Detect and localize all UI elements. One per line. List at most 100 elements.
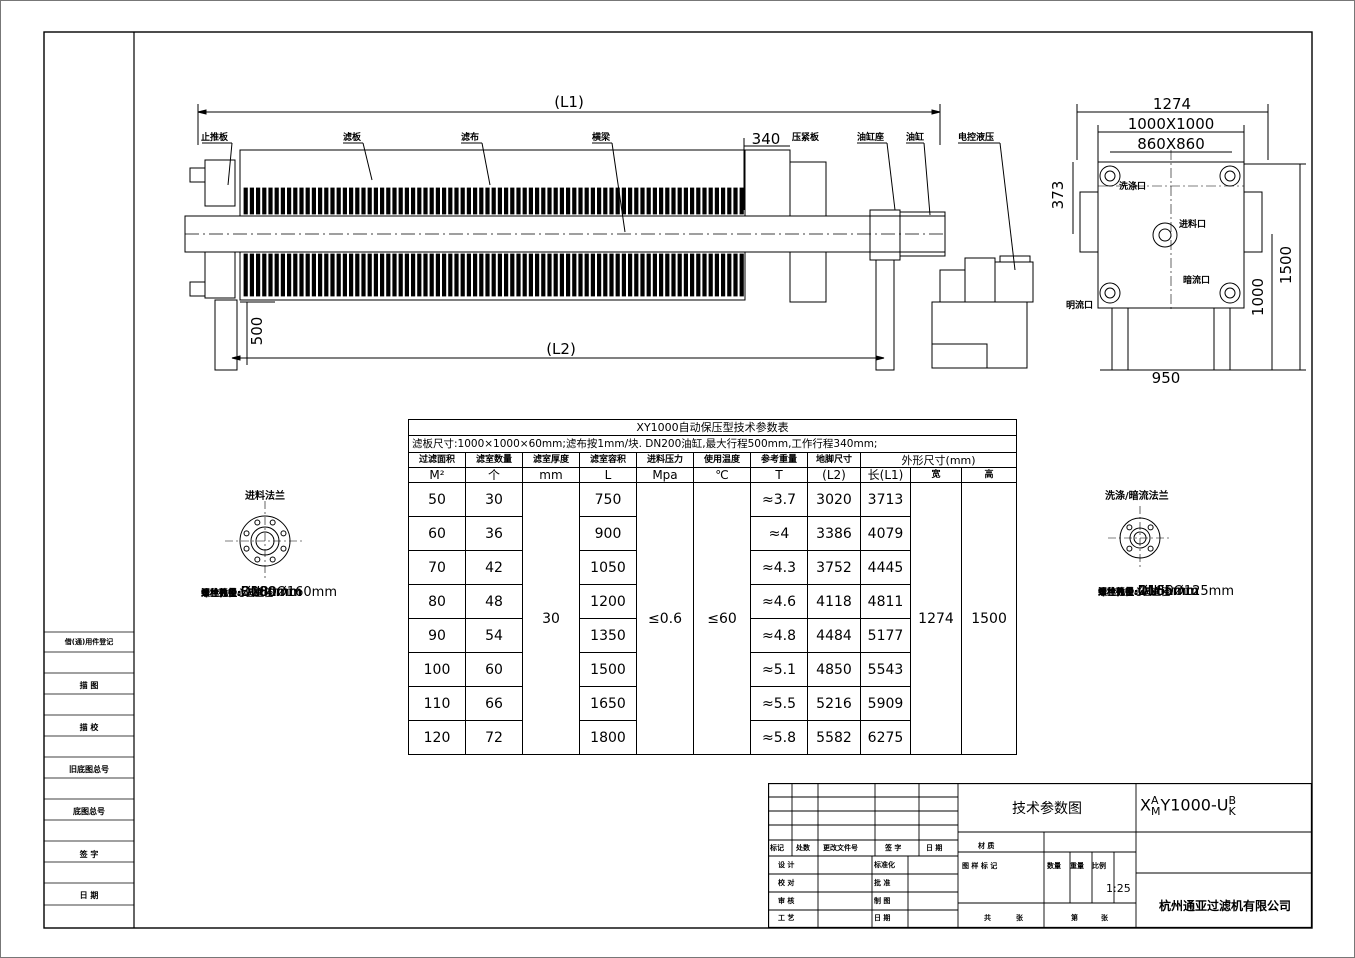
tb-sheet-unit: 张 xyxy=(1101,914,1108,922)
label-open-flow: 明流口 xyxy=(1066,299,1093,311)
table-cell: 110 xyxy=(408,686,466,721)
dim-1000: 1000 xyxy=(1249,278,1267,316)
dim-500: 500 xyxy=(248,317,266,346)
label-filter-cloth: 滤布 xyxy=(461,131,479,143)
tb-sheets: 张 xyxy=(1016,914,1023,922)
table-cell: ≈4.3 xyxy=(750,550,808,585)
table-cell: 1350 xyxy=(579,618,637,653)
table-cell: 4079 xyxy=(860,516,911,551)
table-cell: ≈3.7 xyxy=(750,482,808,517)
table-cell: 6275 xyxy=(860,720,911,755)
unit: 长(L1) xyxy=(860,467,911,483)
table-cell: 90 xyxy=(408,618,466,653)
col-pressure: 进料压力 xyxy=(636,452,694,468)
spec-subtitle: 滤板尺寸:1000×1000×60mm;滤布按1mm/块. DN200油缸,最大… xyxy=(407,435,1018,453)
dim-340: 340 xyxy=(752,130,781,148)
table-cell: 100 xyxy=(408,652,466,687)
label-wash-port: 洗涤口 xyxy=(1119,180,1146,192)
tb-scale: 1:25 xyxy=(1106,882,1131,895)
tb-sheet-no: 第 xyxy=(1071,914,1078,922)
table-cell: 5582 xyxy=(807,720,861,755)
table-cell: 1800 xyxy=(579,720,637,755)
tb-total: 共 xyxy=(984,914,991,922)
dim-1500: 1500 xyxy=(1277,246,1295,284)
tb-mark: 标记 xyxy=(770,844,784,852)
label-press-plate: 压紧板 xyxy=(792,131,820,143)
leg-right xyxy=(875,259,895,371)
table-cell: 36 xyxy=(465,516,523,551)
table-cell: 1500 xyxy=(960,482,1018,755)
front-view xyxy=(184,104,1016,371)
tb-material: 材 质 xyxy=(978,842,995,850)
dim-950: 950 xyxy=(1152,369,1181,387)
unit: T xyxy=(750,467,808,483)
label-cylinder-seat: 油缸座 xyxy=(857,131,884,143)
table-cell: 4811 xyxy=(860,584,911,619)
filter-plate-ribs xyxy=(243,187,744,297)
table-cell: 48 xyxy=(465,584,523,619)
unit: 个 xyxy=(465,467,523,483)
tb-count: 处数 xyxy=(796,844,810,852)
tb-approve: 批 准 xyxy=(874,879,891,887)
unit: M² xyxy=(408,467,466,483)
title-block-grid xyxy=(768,783,1312,928)
dim-l2: (L2) xyxy=(546,340,576,358)
table-cell: 5177 xyxy=(860,618,911,653)
table-cell: 42 xyxy=(465,550,523,585)
press-plate xyxy=(789,161,827,217)
feed-flange-drawing xyxy=(225,501,305,581)
col-thickness: 滤室厚度 xyxy=(522,452,580,468)
table-cell: 5543 xyxy=(860,652,911,687)
table-cell: 1500 xyxy=(579,652,637,687)
label-stop-plate: 止推板 xyxy=(201,131,229,143)
spec-header-row: 过滤面积 滤室数量 滤室厚度 滤室容积 进料压力 使用温度 参考重量 地脚尺寸 … xyxy=(408,452,1018,468)
label-filter-plate: 滤板 xyxy=(343,131,362,143)
unit: mm xyxy=(522,467,580,483)
table-cell: 900 xyxy=(579,516,637,551)
tb-date: 日 期 xyxy=(926,844,943,852)
table-cell: 5216 xyxy=(807,686,861,721)
strip-signature: 签 字 xyxy=(79,850,99,859)
table-cell: ≈5.8 xyxy=(750,720,808,755)
table-cell: 4484 xyxy=(807,618,861,653)
table-cell: ≈4.6 xyxy=(750,584,808,619)
strip-date: 日 期 xyxy=(79,891,99,900)
table-cell: 60 xyxy=(408,516,466,551)
unit: L xyxy=(579,467,637,483)
table-cell: ≤60 xyxy=(693,482,751,755)
cylinder xyxy=(899,211,946,257)
table-cell: 80 xyxy=(408,584,466,619)
tb-process: 工 艺 xyxy=(778,914,795,922)
unit: 高 xyxy=(960,467,1018,483)
table-cell: 30 xyxy=(522,482,580,755)
table-cell: 1050 xyxy=(579,550,637,585)
table-cell: ≈4 xyxy=(750,516,808,551)
feed-flange-title: 进料法兰 xyxy=(245,491,285,502)
dim-373: 373 xyxy=(1049,181,1067,210)
col-weight: 参考重量 xyxy=(750,452,808,468)
table-cell: 66 xyxy=(465,686,523,721)
table-cell: 60 xyxy=(465,652,523,687)
unit: ℃ xyxy=(693,467,751,483)
table-cell: 3386 xyxy=(807,516,861,551)
table-cell: 50 xyxy=(408,482,466,517)
table-cell: 70 xyxy=(408,550,466,585)
table-cell: 5909 xyxy=(860,686,911,721)
table-cell: 3752 xyxy=(807,550,861,585)
col-dimensions: 外形尺寸(mm) xyxy=(859,452,1018,468)
tb-weight: 重量 xyxy=(1070,862,1084,870)
col-foot: 地脚尺寸 xyxy=(807,452,861,468)
table-cell: 1274 xyxy=(910,482,962,755)
tb-qty: 数量 xyxy=(1047,862,1061,870)
strip-base-no: 底图总号 xyxy=(73,807,105,816)
strip-old-base: 旧底图总号 xyxy=(69,765,109,774)
unit: (L2) xyxy=(807,467,861,483)
